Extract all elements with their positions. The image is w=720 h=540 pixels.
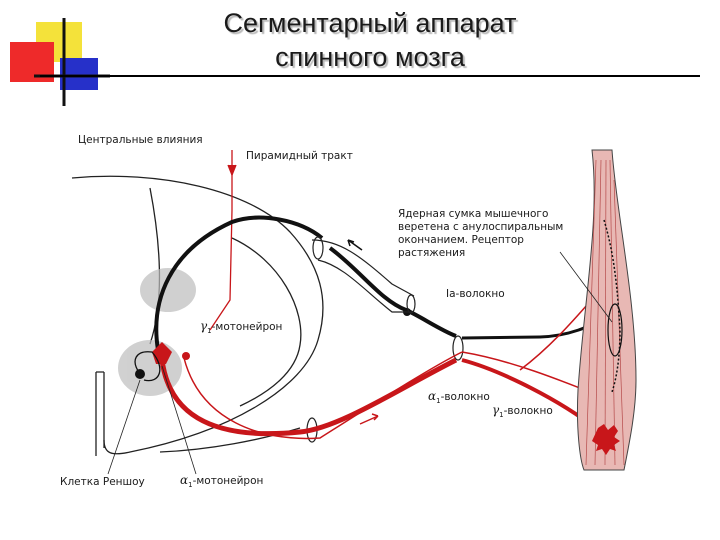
label-gamma1-motoneuron-subscript: 1 xyxy=(207,327,212,336)
label-gamma1-motoneuron-symbol: γ xyxy=(200,319,208,333)
label-nuclear-bag: Ядерная сумка мышечного веретена с ануло… xyxy=(398,208,564,259)
muscle-spindle xyxy=(603,219,621,393)
label-gamma1-fiber-subscript: 1 xyxy=(499,411,504,420)
ventral-horn-line xyxy=(95,371,105,456)
label-ia-fiber: Ia-волокно xyxy=(446,288,505,300)
pointer-alpha-motoneuron xyxy=(161,365,197,475)
efferent-direction-arrow xyxy=(359,413,379,425)
label-gamma1-fiber-symbol: γ xyxy=(492,403,500,417)
pyramidal-tract xyxy=(209,150,237,331)
spinal-segment-diagram xyxy=(71,149,637,475)
pointer-renshaw xyxy=(107,379,141,475)
label-alpha1-fiber: α1-волокно xyxy=(428,390,490,408)
title-line-1: Сегментарный аппарат xyxy=(223,8,517,38)
pyramidal-tract-line xyxy=(209,150,233,331)
label-pointers xyxy=(107,251,613,475)
motor-endplate xyxy=(592,424,620,455)
label-central-influences: Центральные влияния xyxy=(78,134,203,146)
label-alpha1-motoneuron-symbol: α xyxy=(180,473,189,487)
label-gamma1-motoneuron: γ1-мотонейрон xyxy=(200,320,282,338)
muscle-fiber-4 xyxy=(609,159,616,466)
dorsal-root-cut-1 xyxy=(312,236,324,260)
label-gamma1-fiber: γ1-волокно xyxy=(492,404,553,422)
label-alpha1-motoneuron-text: -мотонейрон xyxy=(192,475,264,487)
label-alpha1-motoneuron: α1-мотонейрон xyxy=(180,474,263,492)
pyramidal-tract-arrow xyxy=(227,164,237,177)
muscle-body xyxy=(576,149,637,471)
muscle-spindle-nuclear-bag xyxy=(607,303,623,357)
renshaw-loop xyxy=(134,351,161,382)
spinal-cord-outline xyxy=(71,175,324,455)
muscle-fiber-3 xyxy=(604,159,607,466)
dorsal-horn-shading xyxy=(140,268,196,312)
label-gamma1-fiber-text: -волокно xyxy=(503,405,553,417)
label-alpha1-motoneuron-subscript: 1 xyxy=(188,481,193,490)
gamma-fiber-central xyxy=(183,351,463,440)
motoneurons xyxy=(134,342,190,382)
label-pyramidal-tract: Пирамидный тракт xyxy=(246,150,353,162)
label-alpha1-fiber-subscript: 1 xyxy=(436,397,441,406)
muscle-fibers xyxy=(585,159,625,466)
title-line-2: спинного мозга xyxy=(275,42,465,72)
dorsal-root-tube-lower xyxy=(317,259,414,313)
spinal-cord-section xyxy=(71,175,324,456)
muscle-group xyxy=(576,149,637,471)
decorative-logo xyxy=(10,18,110,106)
muscle-fiber-1 xyxy=(585,159,597,466)
pointer-nuclear-bag xyxy=(559,251,613,323)
dorsal-root-tube xyxy=(306,236,464,443)
title-divider xyxy=(40,75,700,77)
spinal-nerve-cut xyxy=(452,335,464,361)
label-alpha1-fiber-text: -волокно xyxy=(440,391,490,403)
ia-fiber-central xyxy=(154,215,324,351)
label-gamma1-motoneuron-text: -мотонейрон xyxy=(211,321,283,333)
afferent-direction-arrow xyxy=(347,239,363,251)
logo-blue-square xyxy=(60,58,98,90)
label-alpha1-fiber-symbol: α xyxy=(428,389,437,403)
muscle-fiber-5 xyxy=(613,179,625,466)
gamma-motoneuron-body xyxy=(182,352,190,360)
label-renshaw-cell: Клетка Реншоу xyxy=(60,476,145,488)
alpha-fiber-central xyxy=(159,357,458,437)
page-title: Сегментарный аппарат спинного мозга xyxy=(120,6,620,74)
ia-fiber-ganglion-segment xyxy=(328,246,457,338)
dorsal-root-edge xyxy=(231,237,302,407)
muscle-fiber-2 xyxy=(594,159,602,466)
dorsal-root-cut-2 xyxy=(406,294,416,314)
